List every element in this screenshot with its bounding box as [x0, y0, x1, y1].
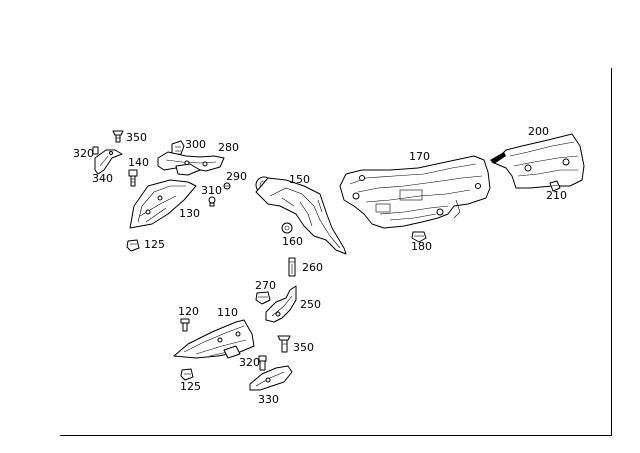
part-350-clip-top [112, 130, 124, 143]
part-260-pin [288, 257, 296, 277]
part-150-liner [255, 176, 347, 255]
label-320-top: 320 [73, 147, 94, 160]
label-270: 270 [255, 279, 276, 292]
part-125-grommet-upper [126, 239, 140, 252]
part-320-340-bracket [92, 146, 123, 175]
label-200: 200 [528, 125, 549, 138]
part-120-screw [180, 318, 190, 332]
label-125-lower: 125 [180, 380, 201, 393]
label-110: 110 [217, 306, 238, 319]
label-170: 170 [409, 150, 430, 163]
part-350-clip-lower [277, 335, 291, 353]
part-210-cap [549, 180, 561, 192]
part-320-bolt-lower [258, 355, 267, 371]
label-150: 150 [289, 173, 310, 186]
label-125-upper: 125 [144, 238, 165, 251]
part-280-bracket [157, 151, 225, 176]
part-110-liner [173, 319, 255, 359]
part-290-screw [223, 182, 231, 190]
label-180: 180 [411, 240, 432, 253]
label-340: 340 [92, 172, 113, 185]
label-300: 300 [185, 138, 206, 151]
part-200-panel [490, 133, 585, 189]
label-120: 120 [178, 305, 199, 318]
label-130: 130 [179, 207, 200, 220]
part-125-grommet-lower [180, 368, 194, 381]
part-330-bracket [249, 365, 293, 391]
label-280: 280 [218, 141, 239, 154]
label-350-top: 350 [126, 131, 147, 144]
label-210: 210 [546, 189, 567, 202]
part-310-screw [208, 196, 216, 207]
part-170-insulation [339, 155, 491, 229]
part-250-bracket [265, 285, 297, 323]
frame-bottom-border [60, 435, 612, 436]
label-260: 260 [302, 261, 323, 274]
label-320-lower: 320 [239, 356, 260, 369]
label-250: 250 [300, 298, 321, 311]
part-130-panel [129, 179, 197, 229]
label-160: 160 [282, 235, 303, 248]
label-140: 140 [128, 156, 149, 169]
label-290: 290 [226, 170, 247, 183]
part-160-nut [281, 222, 293, 234]
part-270-clip [255, 291, 271, 305]
part-180-clip [411, 231, 427, 243]
label-330: 330 [258, 393, 279, 406]
frame-right-border [611, 68, 612, 436]
part-140-bolt [128, 169, 138, 187]
label-350-lower: 350 [293, 341, 314, 354]
label-310: 310 [201, 184, 222, 197]
